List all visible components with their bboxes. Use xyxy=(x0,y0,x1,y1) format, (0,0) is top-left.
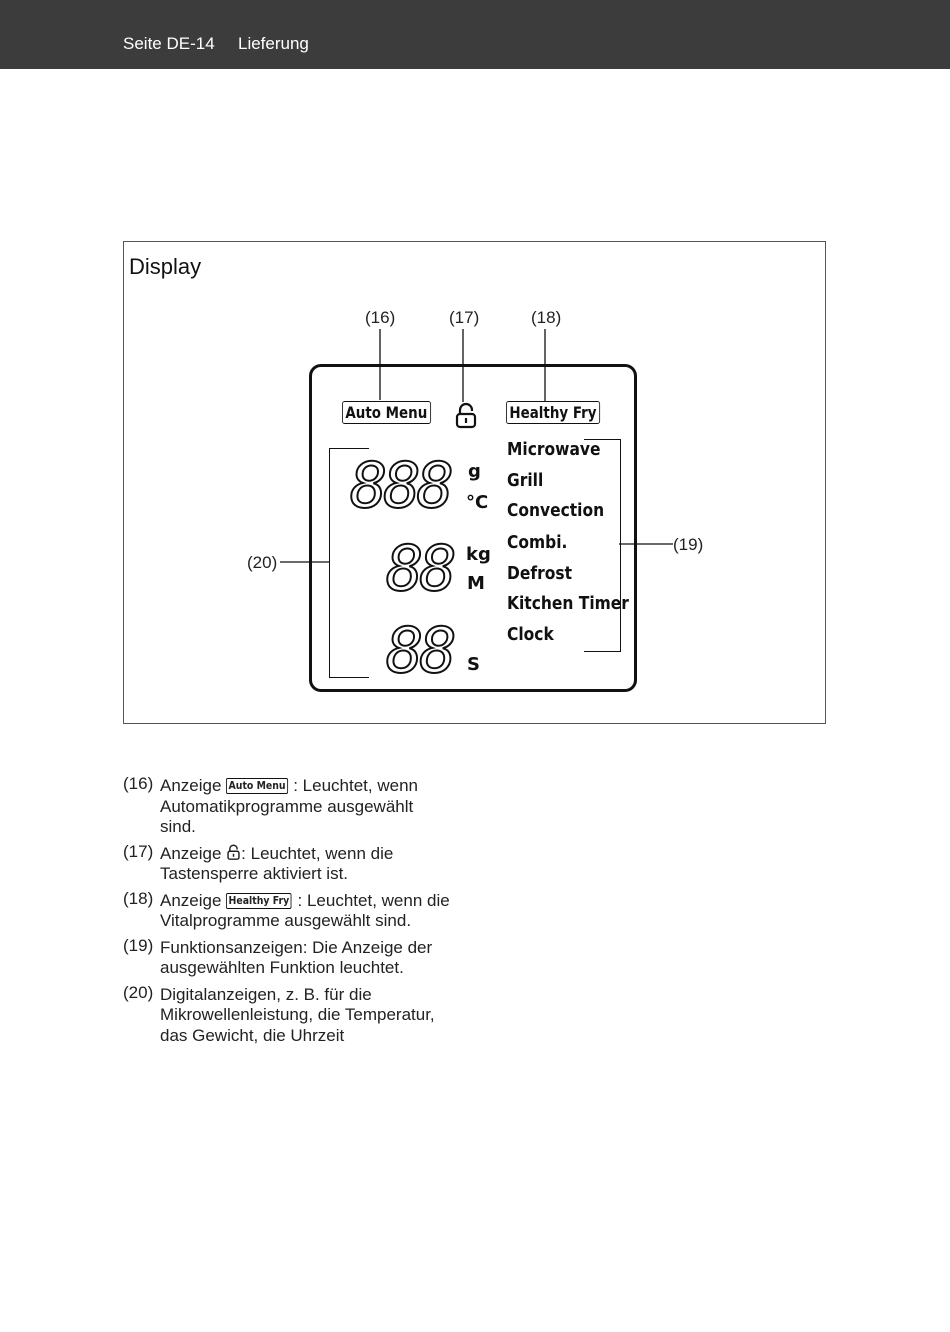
function-kitchen-timer: Kitchen Timer xyxy=(507,593,629,614)
digits-bottom: 88 xyxy=(385,614,458,687)
list-item: (20) Digitalanzeigen, z. B. für die Mikr… xyxy=(123,982,453,1047)
page-header: Seite DE-14 Lieferung xyxy=(0,0,950,69)
function-microwave: Microwave xyxy=(507,439,601,460)
item-text-post: : Leuchtet, wenn die Vitalprogramme ausg… xyxy=(160,890,450,931)
item-text-post: : Leuchtet, wenn die Tastensperre aktivi… xyxy=(160,843,394,884)
lock-icon xyxy=(455,402,477,429)
digits-top: 888 xyxy=(349,449,455,522)
function-clock: Clock xyxy=(507,624,554,645)
function-convection: Convection xyxy=(507,500,605,521)
list-item: (16) Anzeige Auto Menu: Leuchtet, wenn A… xyxy=(123,774,453,838)
unit-g: g xyxy=(468,461,481,482)
function-combi: Combi. xyxy=(507,532,568,553)
lcd-panel: Auto Menu Healthy Fry 888 g °C 88 kg M 8… xyxy=(309,364,637,692)
callout-18: (18) xyxy=(531,308,562,327)
functions-bracket xyxy=(584,439,621,652)
unit-s: S xyxy=(467,654,480,675)
item-text-pre: Anzeige xyxy=(160,776,227,795)
lock-icon xyxy=(227,843,240,860)
auto-menu-indicator: Auto Menu xyxy=(342,401,431,424)
healthy-fry-indicator: Healthy Fry xyxy=(506,401,600,424)
callout-20: (20) xyxy=(247,553,278,572)
list-item: (19) Funktionsanzeigen: Die Anzeige der … xyxy=(123,935,453,979)
list-item: (18) Anzeige Healthy Fry: Leuchtet, wenn… xyxy=(123,888,453,932)
item-text: Digitalanzeigen, z. B. für die Mikrowell… xyxy=(160,984,435,1045)
unit-celsius: °C xyxy=(466,492,489,513)
unit-m: M xyxy=(467,573,485,594)
callout-17: (17) xyxy=(449,308,480,327)
item-number: (19) xyxy=(123,935,154,955)
callout-16: (16) xyxy=(365,308,396,327)
function-defrost: Defrost xyxy=(507,563,572,584)
item-text: Funktionsanzeigen: Die Anzeige der ausge… xyxy=(160,937,433,978)
function-grill: Grill xyxy=(507,470,544,491)
callout-19: (19) xyxy=(673,535,704,554)
item-text-post: : Leuchtet, wenn Automatikprogramme ausg… xyxy=(160,776,418,836)
auto-menu-badge: Auto Menu xyxy=(226,778,289,794)
item-number: (16) xyxy=(123,774,154,793)
item-number: (17) xyxy=(123,841,154,861)
section-title: Lieferung xyxy=(238,34,309,53)
healthy-fry-badge: Healthy Fry xyxy=(226,892,292,909)
item-number: (20) xyxy=(123,982,154,1002)
list-item: (17) Anzeige : Leuchtet, wenn die Tasten… xyxy=(123,841,453,885)
item-text-pre: Anzeige xyxy=(160,843,227,863)
legend-list: (16) Anzeige Auto Menu: Leuchtet, wenn A… xyxy=(123,774,453,1052)
digits-middle: 88 xyxy=(385,532,458,605)
figure-title: Display xyxy=(129,254,202,279)
page-number: Seite DE-14 xyxy=(123,34,215,53)
unit-kg: kg xyxy=(466,544,491,565)
item-number: (18) xyxy=(123,888,154,908)
display-figure: Display (16) (17) (18) (19) (20) Auto Me… xyxy=(123,241,826,724)
digits-bracket xyxy=(329,448,369,678)
item-text-pre: Anzeige xyxy=(160,890,227,910)
